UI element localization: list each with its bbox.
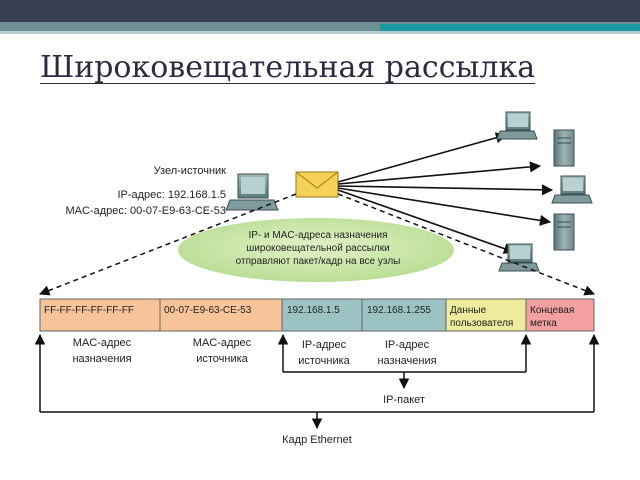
header-bar <box>0 0 640 22</box>
header-stripe <box>0 31 640 34</box>
label-mac-dest-2: назначения <box>72 353 131 365</box>
destination-computer-icon <box>496 111 538 140</box>
label-ip-src-1: IP-адрес <box>302 339 347 351</box>
frame-field-data <box>445 298 527 332</box>
ethernet-frame: FF-FF-FF-FF-FF-FF 00-07-E9-63-CE-53 192.… <box>39 298 595 332</box>
destination-computer-icon <box>498 243 540 272</box>
frame-src-mac-text: 00-07-E9-63-CE-53 <box>164 305 252 316</box>
bubble-line-2: широковещательной рассылки <box>246 243 389 254</box>
bubble-line-1: IP- и MAC-адреса назначения <box>248 230 387 241</box>
frame-data-text-2: пользователя <box>450 318 513 329</box>
frame-src-ip-text: 192.168.1.5 <box>287 305 340 316</box>
label-ip-src-2: источника <box>298 355 350 367</box>
header-accent <box>380 24 640 31</box>
destination-computer-icon <box>551 175 593 204</box>
frame-data-text-1: Данные <box>450 305 487 316</box>
slide-title: Широковещательная рассылка <box>40 50 536 85</box>
source-node-name: Узел-источник <box>154 165 227 177</box>
bubble-line-3: отправляют пакет/кадр на все узлы <box>236 256 401 267</box>
destination-server-icon <box>553 213 575 251</box>
label-mac-src-2: источника <box>196 353 248 365</box>
frame-trailer-text-2: метка <box>530 318 557 329</box>
label-ethernet-frame: Кадр Ethernet <box>282 434 352 446</box>
frame-field-trailer <box>525 298 595 332</box>
frame-trailer-text-1: Концевая <box>530 305 574 316</box>
label-mac-dest-1: MAC-адрес <box>73 337 132 349</box>
envelope-icon <box>295 171 339 198</box>
source-node-ip: IP-адрес: 192.168.1.5 <box>117 189 226 201</box>
frame-field-src-mac <box>159 298 283 332</box>
header-band <box>0 22 640 31</box>
info-bubble: IP- и MAC-адреса назначения широковещате… <box>178 218 454 282</box>
bracket-lines <box>34 333 600 430</box>
label-ip-dest-2: назначения <box>377 355 436 367</box>
frame-dest-mac-text: FF-FF-FF-FF-FF-FF <box>44 305 134 316</box>
frame-field-dest-ip <box>361 298 447 332</box>
label-ip-packet: IP-пакет <box>383 394 425 406</box>
broadcast-arrows <box>337 132 554 254</box>
projection-lines <box>39 193 595 296</box>
label-ip-dest-1: IP-адрес <box>385 339 430 351</box>
destination-server-icon <box>553 129 575 167</box>
frame-field-src-ip <box>281 298 363 332</box>
frame-dest-ip-text: 192.168.1.255 <box>367 305 431 316</box>
source-node-mac: MAC-адрес: 00-07-E9-63-CE-53 <box>66 205 226 217</box>
frame-field-dest-mac <box>39 298 161 332</box>
label-mac-src-1: MAC-адрес <box>193 337 252 349</box>
source-computer-icon <box>225 173 279 211</box>
